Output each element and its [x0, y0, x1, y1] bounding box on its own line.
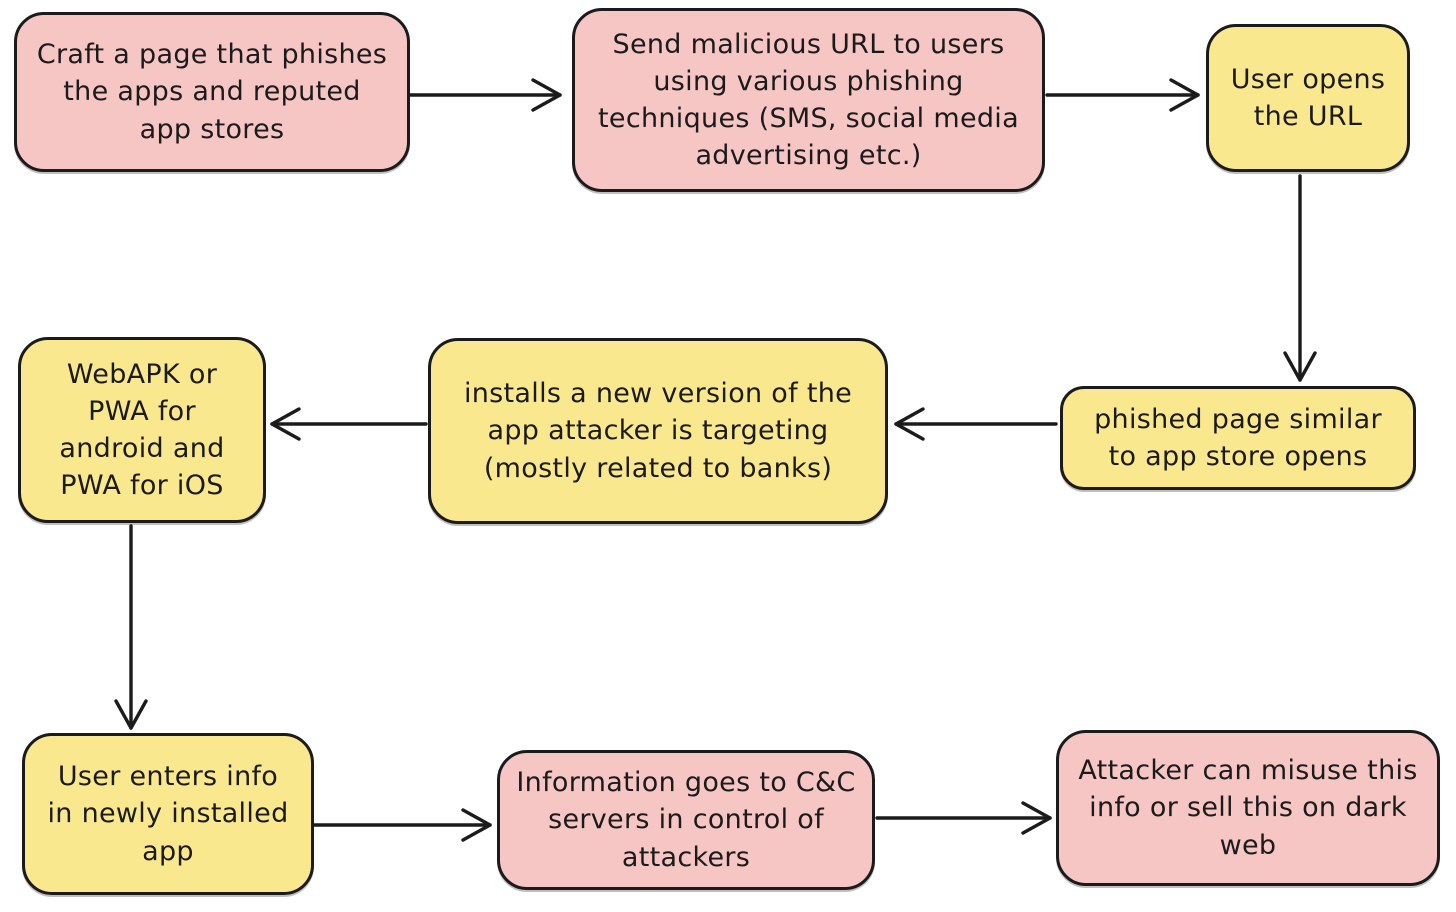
node-label: WebAPK or PWA for android and PWA for iO… — [59, 358, 225, 502]
node-user-opens-url: User opens the URL — [1206, 24, 1410, 172]
node-label: Craft a page that phishes the apps and r… — [36, 39, 388, 145]
node-label: Information goes to C&C servers in contr… — [516, 767, 856, 873]
node-label: Attacker can misuse this info or sell th… — [1078, 755, 1418, 861]
node-user-enters-info: User enters info in newly installed app — [22, 733, 314, 895]
node-label: Send malicious URL to users using variou… — [598, 28, 1019, 172]
node-label: User enters info in newly installed app — [47, 761, 289, 867]
node-label: installs a new version of the app attack… — [463, 378, 853, 484]
node-info-to-cc-servers: Information goes to C&C servers in contr… — [497, 750, 875, 890]
node-label: phished page similar to app store opens — [1094, 403, 1382, 472]
node-phished-page-opens: phished page similar to app store opens — [1060, 386, 1416, 490]
node-installs-new-version: installs a new version of the app attack… — [428, 338, 888, 524]
node-craft-phish-page: Craft a page that phishes the apps and r… — [14, 12, 410, 172]
node-attacker-misuse: Attacker can misuse this info or sell th… — [1056, 730, 1440, 886]
node-send-malicious-url: Send malicious URL to users using variou… — [572, 8, 1045, 192]
node-label: User opens the URL — [1230, 63, 1386, 132]
node-webapk-pwa: WebAPK or PWA for android and PWA for iO… — [18, 337, 266, 523]
